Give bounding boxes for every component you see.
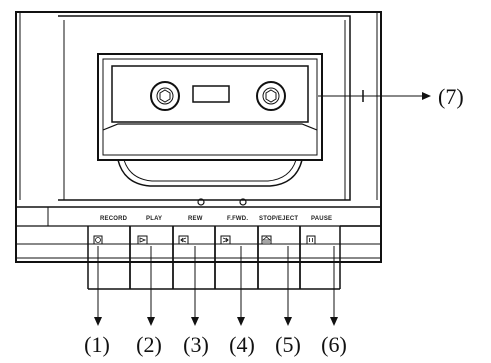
stop-eject-icon bbox=[261, 235, 272, 245]
play-icon bbox=[137, 235, 148, 245]
left-reel-icon bbox=[150, 81, 180, 111]
callout-7-label: (7) bbox=[438, 84, 464, 109]
callout-4-label: (4) bbox=[229, 332, 255, 357]
pause-icon bbox=[306, 235, 316, 245]
play-label: PLAY bbox=[146, 216, 162, 222]
record-label: RECORD bbox=[100, 216, 128, 222]
ffwd-label: F.FWD. bbox=[227, 216, 248, 222]
record-icon bbox=[93, 235, 103, 245]
indicator-led-right bbox=[239, 198, 247, 206]
deck-outline bbox=[15, 11, 382, 263]
stop-eject-label: STOP/EJECT bbox=[259, 216, 298, 222]
cassette-door bbox=[58, 15, 351, 201]
cassette-tape bbox=[97, 53, 323, 187]
callout-arrows bbox=[94, 246, 338, 326]
callout-2-label: (2) bbox=[136, 332, 162, 357]
control-panel bbox=[16, 206, 381, 259]
callout-3-label: (3) bbox=[183, 332, 209, 357]
rewind-icon bbox=[178, 235, 189, 245]
indicator-led-left bbox=[197, 198, 205, 206]
pause-button[interactable] bbox=[299, 226, 341, 290]
fast-forward-icon bbox=[220, 235, 231, 245]
callout-7: (7) bbox=[318, 84, 464, 109]
callout-1-label: (1) bbox=[84, 332, 110, 357]
pause-label: PAUSE bbox=[311, 216, 332, 222]
rew-label: REW bbox=[188, 216, 203, 222]
right-reel-icon bbox=[256, 81, 286, 111]
callout-5-label: (5) bbox=[275, 332, 301, 357]
callout-6-label: (6) bbox=[321, 332, 347, 357]
